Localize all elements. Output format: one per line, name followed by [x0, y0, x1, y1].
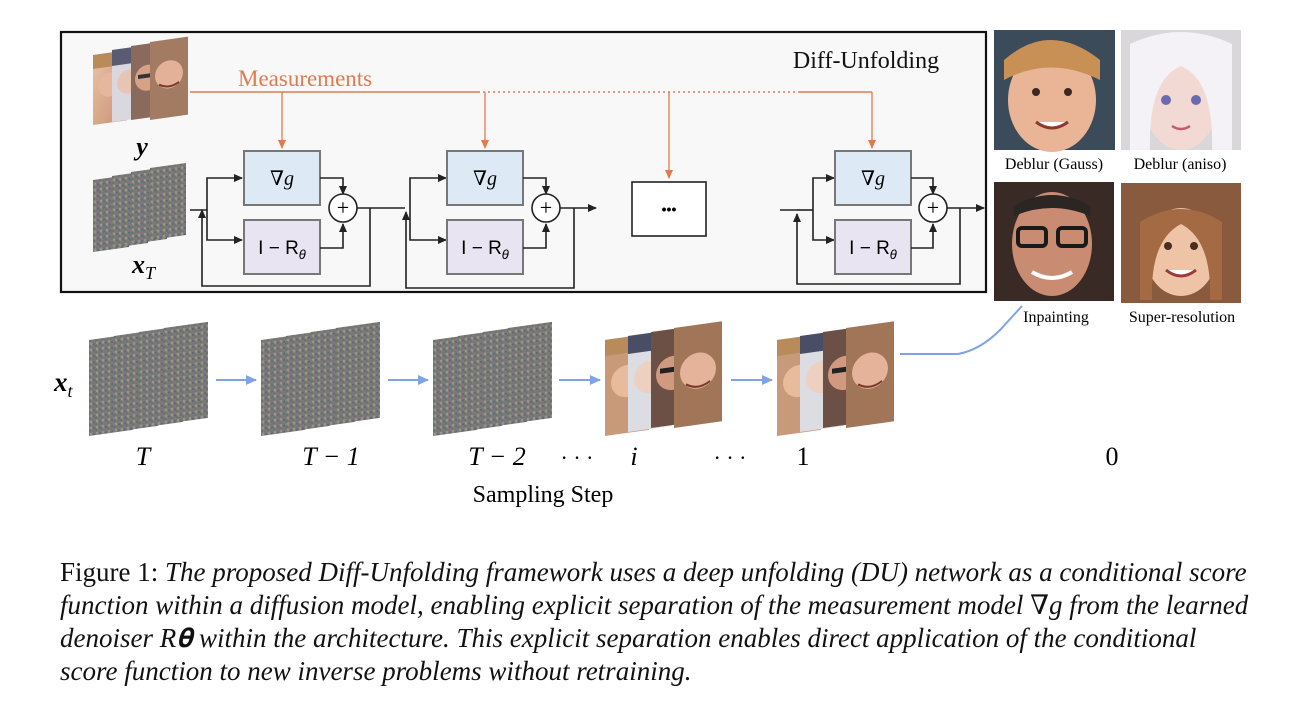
caption-label: Figure 1: [60, 557, 165, 587]
svg-text:+: + [927, 195, 939, 220]
result-label-deblur-gauss: Deblur (Gauss) [1005, 156, 1103, 173]
result-image-deblur-gauss [994, 30, 1115, 152]
result-image-super-resolution [1121, 183, 1241, 303]
face-stack-i [605, 321, 722, 436]
dots-2: · · · [714, 445, 747, 470]
xT-label: xT [131, 250, 157, 283]
ellipsis-text: ••• [662, 201, 677, 217]
diff-unfolding-figure: Diff-Unfolding y [53, 30, 1241, 508]
result-label-deblur-aniso: Deblur (aniso) [1134, 156, 1227, 173]
noise-stack-T-1 [261, 321, 380, 436]
diff-unfolding-block: Diff-Unfolding y [59, 30, 988, 294]
denoiser-box [243, 219, 321, 275]
step-label-1: 1 [797, 442, 810, 471]
noise-stack-T-2 [433, 321, 552, 436]
measurements-label: Measurements [238, 66, 372, 91]
result-image-inpainting [994, 182, 1114, 301]
denoiser-box [446, 219, 524, 275]
face-stack-1 [777, 321, 894, 436]
y-label: y [133, 132, 148, 161]
denoiser-box [834, 219, 912, 275]
step-label-0: 0 [1106, 442, 1119, 471]
unfolding-block-1: ∇g I − Rθ + [190, 150, 405, 287]
grad-g-text: ∇g [473, 168, 497, 190]
denoiser-text: I − Rθ [461, 238, 509, 262]
grad-g-text: ∇g [861, 168, 885, 190]
step-label-T-2: T − 2 [468, 442, 526, 471]
svg-text:+: + [337, 195, 349, 220]
ellipsis-box [631, 181, 707, 237]
svg-text:+: + [540, 195, 552, 220]
y-image-stack [93, 36, 188, 125]
frame-title: Diff-Unfolding [793, 48, 939, 74]
xt-label: xt [53, 367, 74, 401]
grad-g-text: ∇g [270, 168, 294, 190]
noise-stack-T [89, 321, 208, 436]
denoiser-text: I − Rθ [849, 238, 897, 262]
results-grid: Deblur (Gauss) Deblur (aniso) Inpainting… [994, 30, 1241, 326]
result-label-inpainting: Inpainting [1023, 309, 1089, 326]
step-label-T-1: T − 1 [302, 442, 360, 471]
figure-caption: Figure 1: The proposed Diff-Unfolding fr… [60, 556, 1250, 688]
sampling-sequence: xt [53, 305, 1119, 508]
sampling-step-label: Sampling Step [473, 482, 614, 508]
unfolding-block-3: ∇g I − Rθ + [780, 150, 985, 285]
caption-text: The proposed Diff-Unfolding framework us… [60, 557, 1249, 686]
unfolding-block-2: ∇g I − Rθ + [402, 150, 597, 289]
output-curve-arrow [900, 305, 1023, 355]
dots-1: · · · [561, 445, 594, 470]
denoiser-text: I − Rθ [258, 238, 306, 262]
step-label-i: i [630, 442, 637, 471]
step-label-T: T [136, 442, 152, 471]
result-image-deblur-aniso [1121, 30, 1241, 150]
result-label-super-resolution: Super-resolution [1129, 309, 1235, 326]
xT-noise-stack [93, 162, 186, 252]
